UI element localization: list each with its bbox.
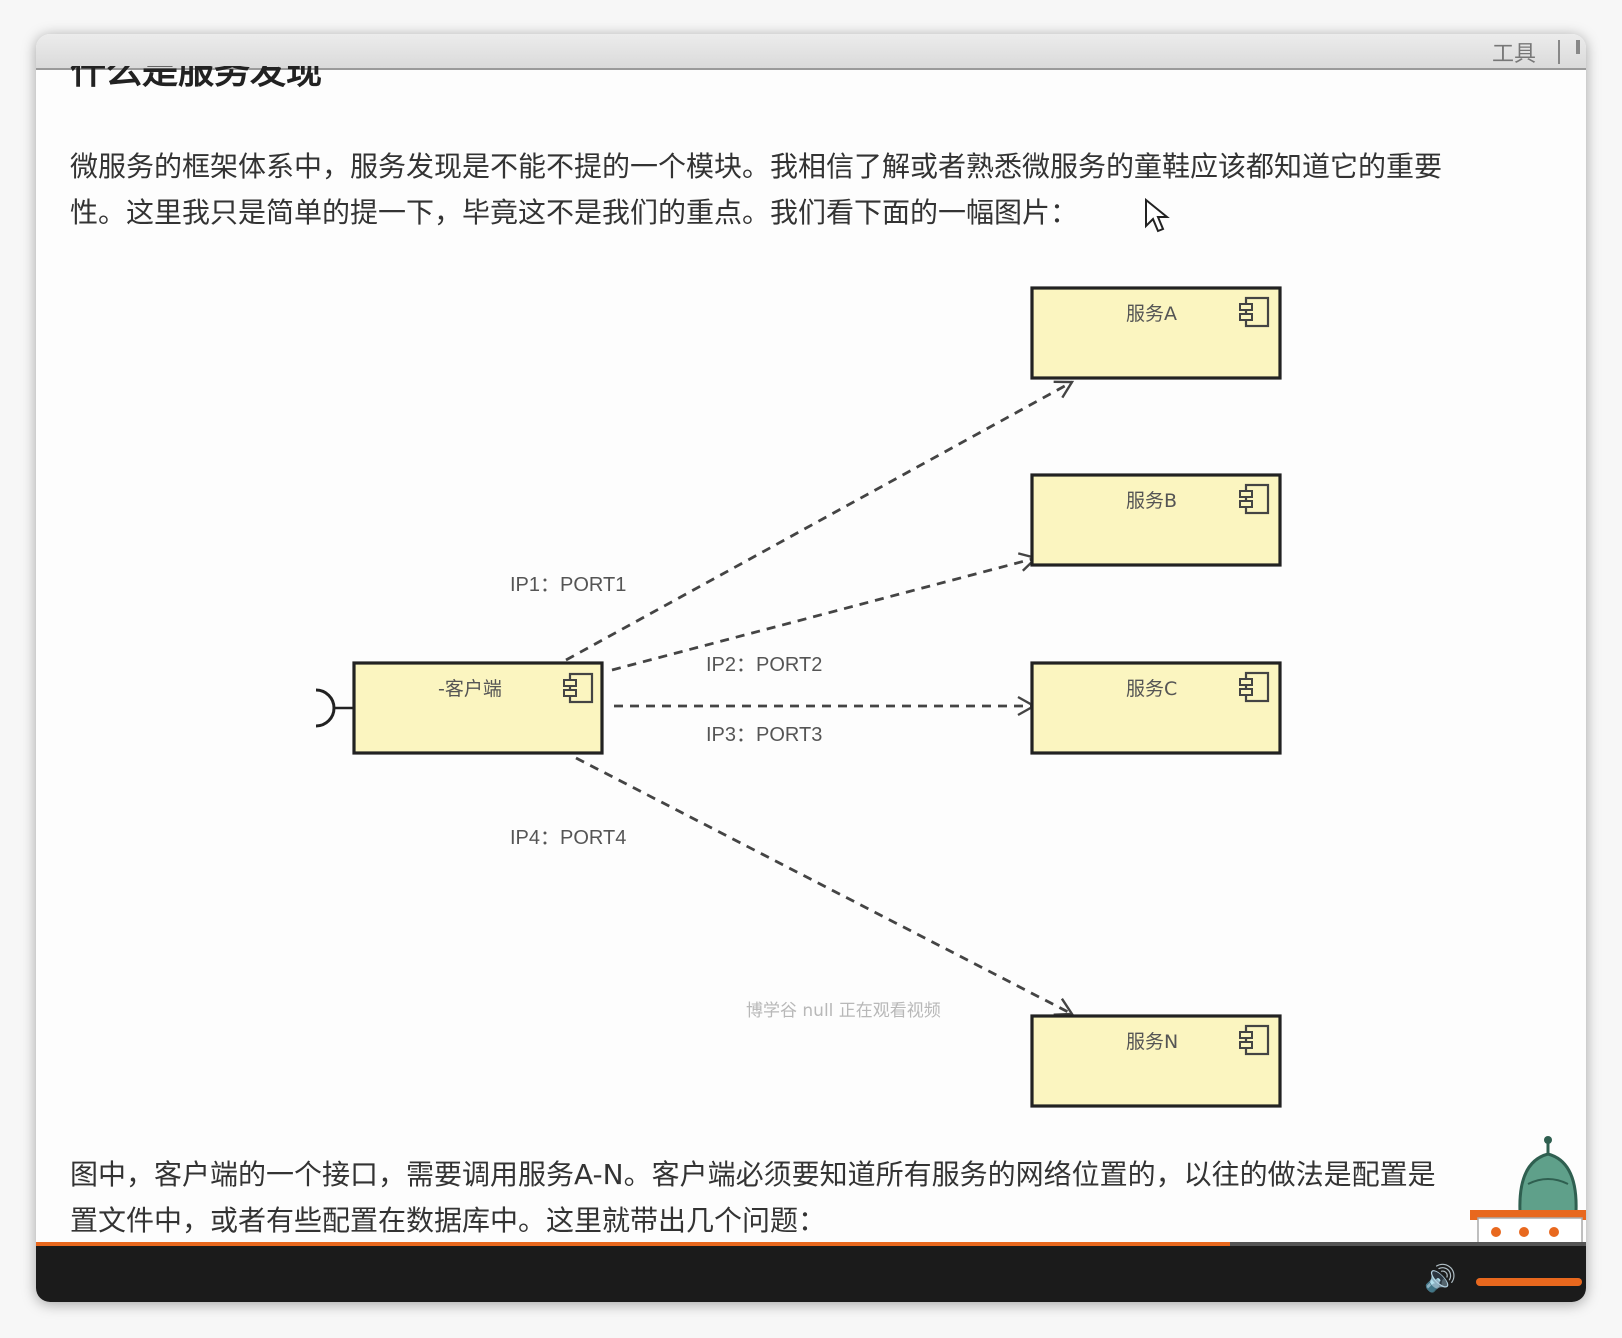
toolbar-divider [1558,40,1560,64]
video-frame: 工具 什么是服务发现 微服务的框架体系中，服务发现是不能不提的一个模块。我相信了… [36,34,1586,1302]
intro-line-2: 性。这里我只是简单的提一下，毕竟这不是我们的重点。我们看下面的一幅图片： [70,196,1079,229]
viewer-watermark: 博学谷 null 正在观看视频 [746,1001,941,1021]
edge-label-3: IP3：PORT3 [706,724,822,746]
service-c-component: 服务C [1030,661,1282,755]
service-a-label: 服务A [1126,303,1177,325]
edge-label-1: IP1：PORT1 [510,574,626,596]
interface-socket-icon [315,688,354,728]
video-progress-fill [36,1242,1230,1246]
outro-line-2: 置文件中，或者有些配置在数据库中。这里就带出几个问题： [70,1204,827,1237]
mouse-cursor-icon [1145,198,1170,233]
intro-line-1: 微服务的框架体系中，服务发现是不能不提的一个模块。我相信了解或者熟悉微服务的童鞋… [70,150,1443,183]
player-control-bar: 🔊 [36,1246,1586,1302]
edge-client-service-n [575,756,1075,1016]
volume-slider[interactable] [1476,1278,1582,1286]
volume-icon[interactable]: 🔊 [1424,1264,1457,1294]
service-n-label: 服务N [1126,1031,1178,1053]
video-progress-bar[interactable] [36,1242,1586,1246]
service-c-label: 服务C [1126,678,1177,700]
service-n-component: 服务N [1030,1014,1282,1108]
edge-client-service-a [565,380,1075,662]
edge-label-4: IP4：PORT4 [510,827,626,849]
edge-label-2: IP2：PORT2 [706,654,822,676]
top-toolbar: 工具 [36,34,1586,70]
intro-paragraph: 微服务的框架体系中，服务发现是不能不提的一个模块。我相信了解或者熟悉微服务的童鞋… [70,144,1586,236]
toolbar-edge [1576,40,1580,54]
service-discovery-diagram: IP1：PORT1 IP2：PORT2 IP3：PORT3 IP4：PORT4 … [315,286,1282,1108]
edge-client-service-b [611,552,1039,672]
outro-paragraph: 图中，客户端的一个接口，需要调用服务A-N。客户端必须要知道所有服务的网络位置的… [70,1152,1586,1244]
mascot-logo [1468,1136,1586,1252]
tools-menu[interactable]: 工具 [1491,42,1536,67]
service-a-component: 服务A [1030,286,1282,380]
volume-slider-fill [1476,1278,1582,1286]
service-b-component: 服务B [1030,473,1282,567]
outro-line-1: 图中，客户端的一个接口，需要调用服务A-N。客户端必须要知道所有服务的网络位置的… [70,1158,1436,1191]
service-b-label: 服务B [1126,490,1177,512]
client-component: -客户端 [352,661,604,755]
client-label: -客户端 [438,678,502,700]
article-heading: 什么是服务发现 [70,51,323,92]
